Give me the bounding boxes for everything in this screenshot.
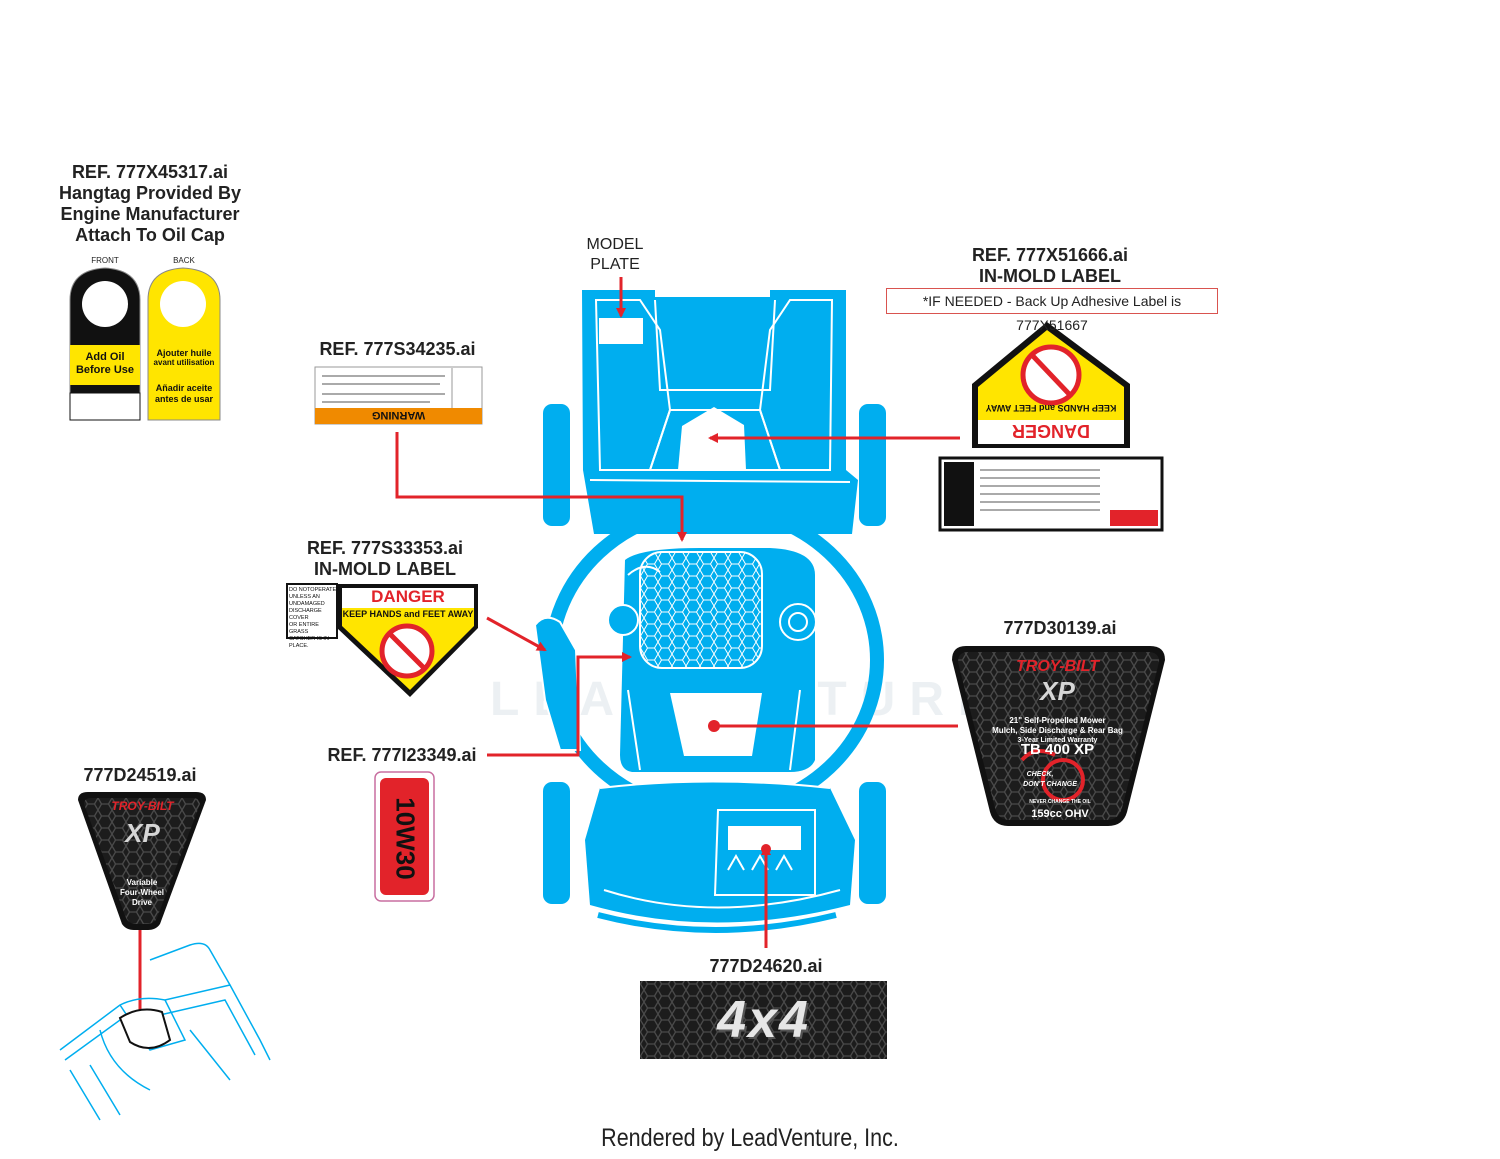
oil-text: 10W30 bbox=[390, 797, 421, 880]
arrow-oil bbox=[487, 652, 632, 757]
xp-line: Mulch, Side Discharge & Rear Bag bbox=[992, 726, 1123, 735]
hangtag-callout: REF. 777X45317.ai Hangtag Provided By En… bbox=[40, 162, 260, 246]
fourwd-line: Drive bbox=[131, 898, 152, 907]
fourwd-lines: Variable Four-Wheel Drive bbox=[100, 878, 184, 908]
danger-callout: REF. 777S33353.ai IN-MOLD LABEL bbox=[280, 538, 490, 580]
fourwd-series: XP bbox=[125, 818, 160, 848]
fourwd-label-777D24519 bbox=[78, 792, 206, 930]
hangtag-front bbox=[69, 267, 141, 421]
danger-side-line: UNDAMAGED bbox=[289, 601, 325, 607]
wheel-rear-left bbox=[543, 404, 570, 526]
hangtag-back-text-2b: antes de usar bbox=[154, 394, 214, 404]
xp-check-1: CHECK, bbox=[1026, 771, 1054, 778]
in-mold-top-ref: REF. 777X51666.ai bbox=[971, 245, 1129, 265]
warning-callout: REF. 777S34235.ai bbox=[319, 339, 476, 359]
danger-sub-text: KEEP HANDS and FEET AWAY bbox=[342, 609, 474, 619]
fourwd-line: Four-Wheel bbox=[120, 888, 164, 897]
xp-brand: TROY-BILT bbox=[1016, 658, 1099, 675]
danger-word: DANGER bbox=[371, 587, 445, 606]
xp-callout: 777D30139.ai bbox=[1003, 618, 1117, 638]
wheel-front-right bbox=[859, 782, 886, 904]
model-plate-line-1: MODEL bbox=[586, 236, 644, 253]
wheel-front-left bbox=[543, 782, 570, 904]
xp-line: 21" Self-Propelled Mower bbox=[1009, 716, 1106, 725]
hangtag-back-text-2a: Añadir aceite bbox=[155, 383, 213, 393]
backup-adhesive-note: *IF NEEDED - Back Up Adhesive Label is 7… bbox=[886, 288, 1218, 333]
hangtag-line-4: Attach To Oil Cap bbox=[75, 225, 225, 245]
hangtag-back-text-1a: Ajouter huile bbox=[156, 348, 212, 358]
hangtag-back bbox=[147, 267, 221, 421]
oil-callout: REF. 777I23349.ai bbox=[327, 745, 477, 765]
arrow-warning bbox=[395, 432, 687, 542]
xp-label-777D30139 bbox=[952, 646, 1165, 826]
model-plate-line-2: PLATE bbox=[590, 256, 640, 273]
fourwd-brand: TROY-BILT bbox=[111, 799, 174, 813]
hangtag-line-3: Engine Manufacturer bbox=[60, 204, 240, 224]
hangtag-front-text-1: Add Oil bbox=[85, 351, 125, 363]
in-mold-top-danger-word: DANGER bbox=[1012, 421, 1091, 441]
wheel-rear-right bbox=[859, 404, 886, 526]
in-mold-top-sub: IN-MOLD LABEL bbox=[979, 266, 1121, 286]
xp-series: XP bbox=[1040, 676, 1075, 706]
danger-side-line: DO NOTOPERATE bbox=[289, 587, 337, 593]
warning-label-777S34235 bbox=[314, 366, 483, 425]
fourwd-line: Variable bbox=[126, 878, 158, 887]
hangtag-back-text-1b: avant utilisation bbox=[153, 358, 215, 367]
in-mold-top-danger-sub: KEEP HANDS and FEET AWAY bbox=[985, 403, 1117, 413]
danger-side-line: OR ENTIRE GRASS bbox=[289, 622, 319, 635]
danger-side-line: UNLESS AN bbox=[289, 594, 320, 600]
in-mold-top-callout: REF. 777X51666.ai IN-MOLD LABEL bbox=[920, 245, 1180, 287]
warning-word: WARNING bbox=[371, 409, 426, 421]
danger-ref: REF. 777S33353.ai bbox=[306, 538, 464, 558]
fourx4-callout: 777D24620.ai bbox=[709, 956, 823, 976]
danger-label-777S33353 bbox=[286, 583, 478, 697]
hangtag-front-caption: FRONT bbox=[91, 256, 119, 265]
footer-credit: Rendered by LeadVenture, Inc. bbox=[601, 1124, 899, 1152]
hangtag-ref: REF. 777X45317.ai bbox=[71, 162, 229, 182]
front-housing bbox=[585, 781, 855, 923]
hangtag-front-text-2: Before Use bbox=[75, 364, 135, 376]
xp-line: 3-Year Limited Warranty bbox=[1017, 737, 1098, 744]
danger-side-text: DO NOTOPERATE UNLESS AN UNDAMAGED DISCHA… bbox=[289, 587, 337, 650]
xp-check-3: NEVER CHANGE THE OIL bbox=[1029, 799, 1091, 805]
danger-sub: IN-MOLD LABEL bbox=[314, 559, 456, 579]
xp-engine: 159cc OHV bbox=[1031, 808, 1089, 820]
danger-side-line: DISCHARGE COVER bbox=[289, 608, 322, 621]
hangtag-back-caption: BACK bbox=[173, 256, 195, 265]
danger-side-line: CATCHER IS IN bbox=[289, 636, 329, 642]
fourx4-text: 4x4 bbox=[717, 991, 810, 1049]
hangtag-line-2: Hangtag Provided By bbox=[58, 183, 242, 203]
fourx4-label-777D24620 bbox=[640, 981, 887, 1059]
oil-label-777I23349 bbox=[374, 771, 435, 902]
danger-side-line: PLACE. bbox=[289, 643, 309, 649]
fourwd-callout: 777D24519.ai bbox=[83, 765, 197, 785]
xp-model: TB 400 XP bbox=[1020, 741, 1095, 758]
arrow-danger bbox=[486, 616, 547, 652]
model-plate-callout: MODEL PLATE bbox=[565, 235, 665, 275]
xp-lines: 21" Self-Propelled Mower Mulch, Side Dis… bbox=[985, 716, 1130, 746]
xp-check-2: DON'T CHANGE bbox=[1023, 781, 1077, 788]
in-mold-top-label bbox=[938, 322, 1164, 532]
